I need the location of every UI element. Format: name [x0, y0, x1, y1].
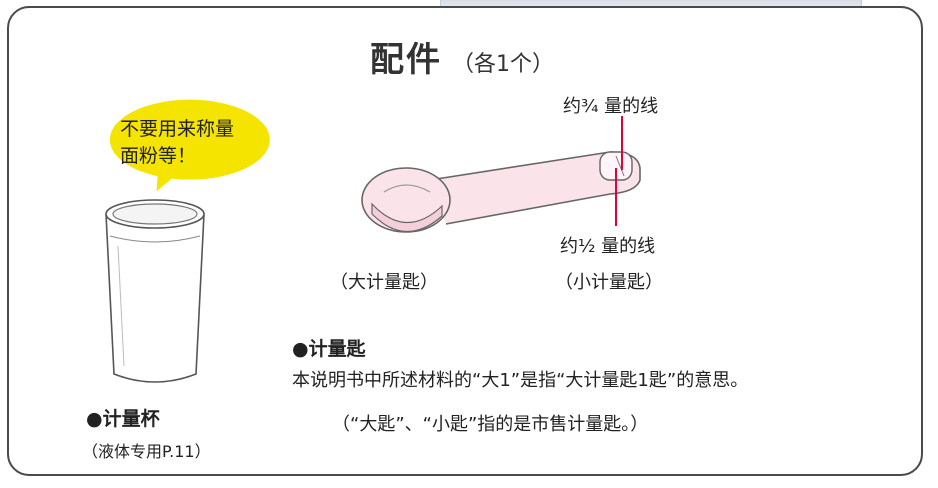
- spoon-section-line2: （“大匙”、“小匙”指的是市售计量匙。）: [332, 414, 649, 435]
- cup-heading: ●计量杯: [86, 408, 160, 430]
- large-spoon-label: （大计量匙）: [330, 272, 438, 293]
- small-spoon-label: （小计量匙）: [555, 272, 663, 293]
- cup-note: （液体专用P.11）: [82, 442, 211, 461]
- spoon-section-heading: ●计量匙: [292, 338, 366, 360]
- measuring-spoon-illustration: [361, 151, 641, 233]
- accessories-panel: [7, 6, 923, 476]
- title-main: 配件: [370, 40, 442, 80]
- bubble-text: 不要用来称量 面粉等！: [120, 118, 235, 167]
- spoon-section-line1: 本说明书中所述材料的“大1”是指“大计量匙1匙”的意思。: [292, 370, 749, 391]
- measuring-cup-illustration: [105, 199, 205, 383]
- three-quarter-marker-line: [621, 116, 623, 170]
- three-quarter-line-label: 约¾ 量的线: [563, 96, 659, 117]
- title-sub: （各1个）: [452, 52, 554, 77]
- page-title: 配件 （各1个）: [370, 32, 554, 81]
- speech-bubble: [109, 99, 270, 192]
- half-line-label: 约½ 量的线: [560, 236, 656, 257]
- half-marker-line: [615, 168, 617, 226]
